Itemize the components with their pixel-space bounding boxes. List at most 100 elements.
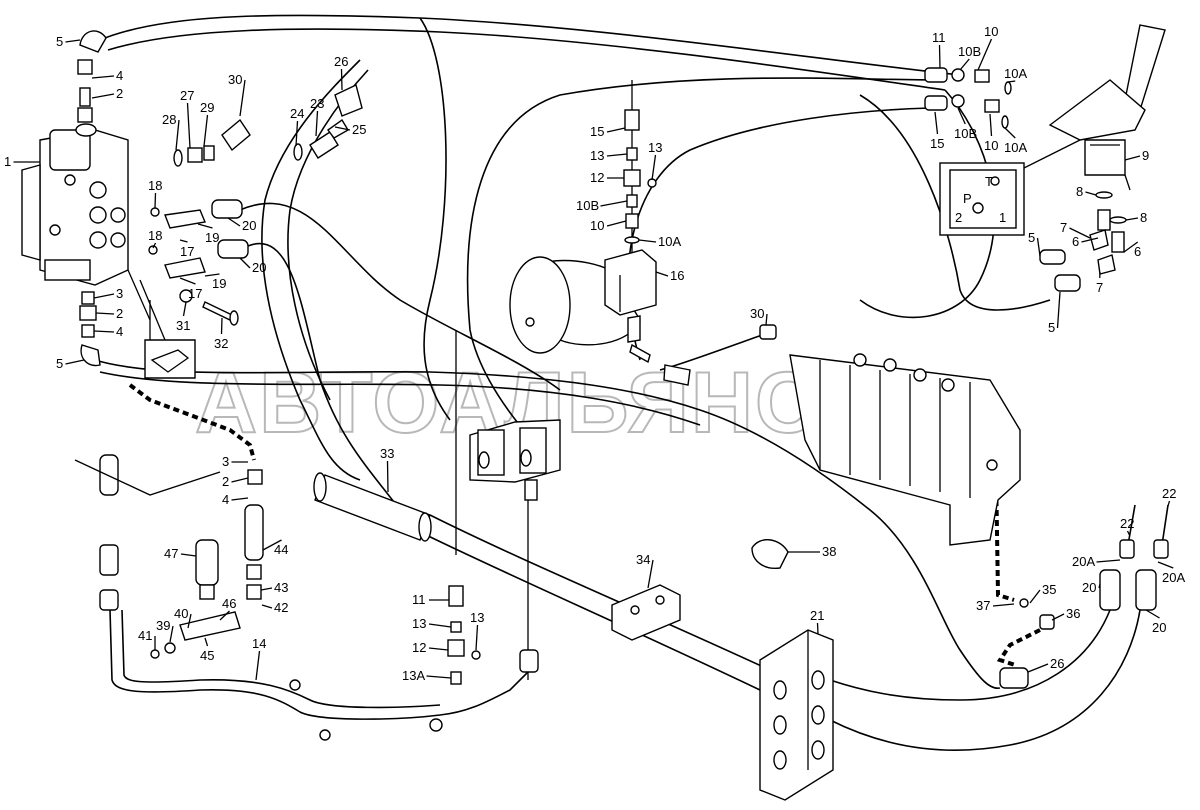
leader-11a <box>938 44 941 69</box>
leader-13c <box>428 623 452 628</box>
leader-28 <box>175 119 180 151</box>
callout-44: 44 <box>274 542 288 557</box>
callout-8a: 8 <box>1076 184 1083 199</box>
leader-lines <box>13 38 1174 681</box>
leader-20Aa <box>1096 559 1121 563</box>
callout-10Ac: 10A <box>1004 140 1027 155</box>
leader-20c <box>1098 583 1101 589</box>
leader-37 <box>992 603 1015 607</box>
fitting-cluster-center <box>663 364 691 386</box>
leader-10Bc <box>957 107 966 125</box>
sender-parts <box>74 454 264 659</box>
leader-3a <box>93 293 115 299</box>
callout-5a: 5 <box>56 34 63 49</box>
electric-lead-left <box>128 383 256 461</box>
callout-15a: 15 <box>590 124 604 139</box>
leader-33 <box>386 460 389 493</box>
callout-39: 39 <box>156 618 170 633</box>
leader-10Ab <box>1007 80 1016 83</box>
leader-15a <box>606 127 626 133</box>
bolt-32 <box>202 301 239 326</box>
callout-19b: 19 <box>212 276 226 291</box>
electric-lead-right-lower <box>996 628 1041 667</box>
leader-22a <box>1126 530 1131 537</box>
leader-32 <box>220 317 223 335</box>
leader-6b <box>1123 241 1139 253</box>
leader-35 <box>1029 589 1041 604</box>
callout-5d: 5 <box>1048 320 1055 335</box>
callout-24: 24 <box>290 106 304 121</box>
callout-20b: 20 <box>252 260 266 275</box>
port-label-1: 1 <box>999 210 1006 225</box>
manifold-21 <box>759 629 834 801</box>
pedal-valve-9 <box>999 24 1166 191</box>
callout-21: 21 <box>810 608 824 623</box>
callout-13a: 13 <box>590 148 604 163</box>
callout-10Ba: 10B <box>576 198 599 213</box>
leader-19b <box>204 273 220 277</box>
fittings-right-bottom <box>999 504 1169 689</box>
leader-26b <box>1027 663 1049 673</box>
leader-34 <box>647 559 654 589</box>
callout-4c: 4 <box>222 492 229 507</box>
callout-30a: 30 <box>228 72 242 87</box>
fittings-23-30 <box>173 84 363 167</box>
solenoid-valves <box>469 419 561 501</box>
leader-5b <box>65 359 85 365</box>
leader-4a <box>91 75 115 79</box>
leader-18a <box>154 192 157 209</box>
callout-4b: 4 <box>116 324 123 339</box>
leader-13d <box>475 624 479 651</box>
callout-2a: 2 <box>116 86 123 101</box>
callout-20Ab: 20A <box>1162 570 1185 585</box>
callout-36: 36 <box>1066 606 1080 621</box>
fittings-pedal-top <box>924 67 1012 129</box>
leader-15b <box>934 111 939 135</box>
fittings-17-20 <box>148 199 249 279</box>
callout-11b: 11 <box>412 592 426 607</box>
leader-30a <box>239 79 246 117</box>
callout-1: 1 <box>4 154 11 169</box>
clip-38 <box>751 539 789 569</box>
leader-19a <box>197 223 213 229</box>
callout-47: 47 <box>164 546 178 561</box>
leader-39 <box>169 625 174 643</box>
callout-28: 28 <box>162 112 176 127</box>
callout-25: 25 <box>352 122 366 137</box>
leader-47 <box>180 553 197 557</box>
leader-17a <box>179 239 188 243</box>
callout-6a: 6 <box>1072 234 1079 249</box>
callout-3b: 3 <box>222 454 229 469</box>
callout-2c: 2 <box>222 474 229 489</box>
callout-10Ab: 10A <box>1004 66 1027 81</box>
leader-8b <box>1125 217 1139 221</box>
leader-43 <box>260 587 273 591</box>
port-panel: T P 2 1 <box>939 162 1025 236</box>
callout-13d: 13 <box>470 610 484 625</box>
leader-10Bb <box>959 58 970 71</box>
leader-22b <box>1167 500 1171 507</box>
port-label-t: T <box>985 174 993 189</box>
leader-46 <box>219 610 230 621</box>
leader-13b <box>651 154 657 181</box>
leader-30b <box>765 313 768 326</box>
callout-17b: 17 <box>188 286 202 301</box>
callout-27: 27 <box>180 88 194 103</box>
callout-2b: 2 <box>116 306 123 321</box>
callout-22a: 22 <box>1120 516 1134 531</box>
leader-2a <box>91 93 115 99</box>
callout-18a: 18 <box>148 178 162 193</box>
fittings-stack-bottom <box>79 291 101 367</box>
callout-22b: 22 <box>1162 486 1176 501</box>
callout-45: 45 <box>200 648 214 663</box>
callout-31: 31 <box>176 318 190 333</box>
clamp-34 <box>611 584 681 641</box>
leader-16 <box>655 271 669 277</box>
callout-19a: 19 <box>205 230 219 245</box>
callout-10a: 10 <box>590 218 604 233</box>
leader-44 <box>262 539 282 551</box>
callout-29: 29 <box>200 100 214 115</box>
callout-5c: 5 <box>1028 230 1035 245</box>
leader-2c <box>231 477 249 483</box>
